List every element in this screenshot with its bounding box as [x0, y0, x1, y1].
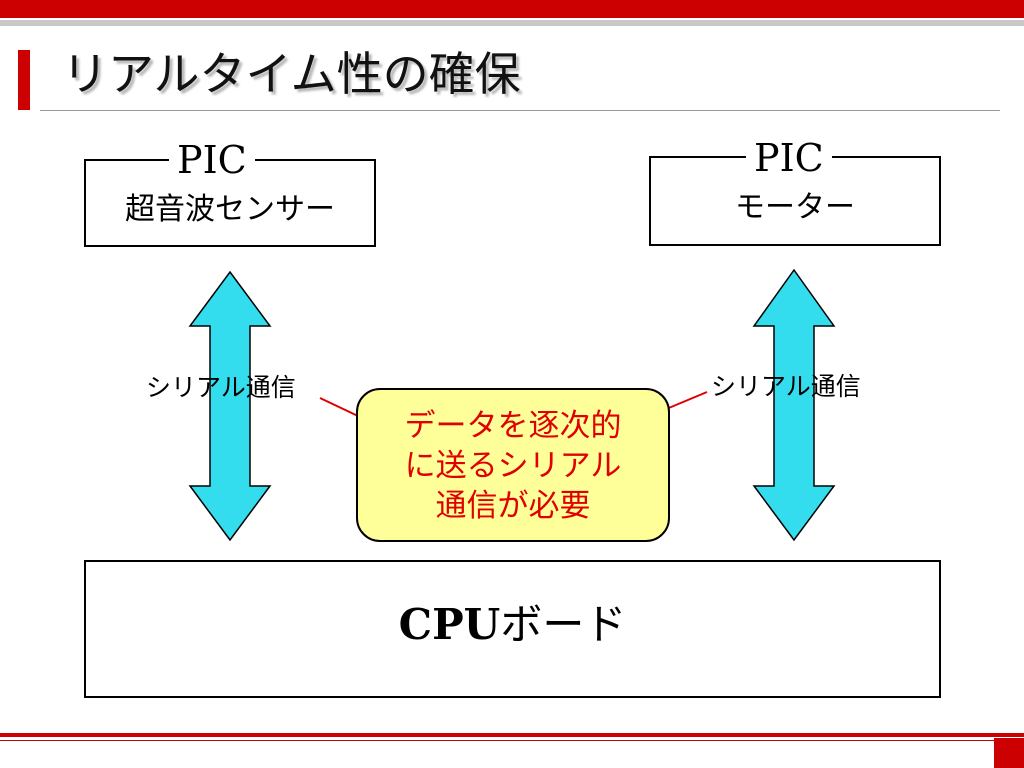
title-underline — [40, 110, 1000, 111]
note-line-3: 通信が必要 — [435, 488, 591, 524]
top-red-bar — [0, 0, 1024, 18]
pic-sensor-sublabel: 超音波センサー — [125, 192, 335, 227]
pic-sensor-label: PIC — [169, 140, 255, 180]
cpu-board-label-bold: CPU — [398, 600, 501, 649]
bottom-red-bar — [0, 733, 1024, 737]
note-line-2: に送るシリアル — [404, 448, 622, 484]
cpu-board-label-rest: ボード — [500, 600, 627, 649]
cpu-board-label: CPUボード — [84, 600, 941, 650]
serial-label-left: シリアル通信 — [146, 373, 296, 402]
serial-label-right: シリアル通信 — [711, 372, 861, 401]
title-marker — [18, 50, 30, 110]
slide-title: リアルタイム性の確保 — [62, 47, 521, 101]
right-double-arrow — [752, 268, 836, 542]
pic-motor-label: PIC — [746, 138, 832, 178]
cpu-board-box — [84, 560, 941, 698]
bottom-red-line — [0, 740, 1024, 741]
note-line-1: データを逐次的 — [404, 408, 622, 444]
left-double-arrow — [188, 270, 272, 542]
note-callout: データを逐次的 に送るシリアル 通信が必要 — [356, 388, 670, 542]
top-gray-bar — [0, 20, 1024, 26]
pic-motor-sublabel: モーター — [735, 190, 855, 225]
corner-square — [994, 738, 1024, 768]
